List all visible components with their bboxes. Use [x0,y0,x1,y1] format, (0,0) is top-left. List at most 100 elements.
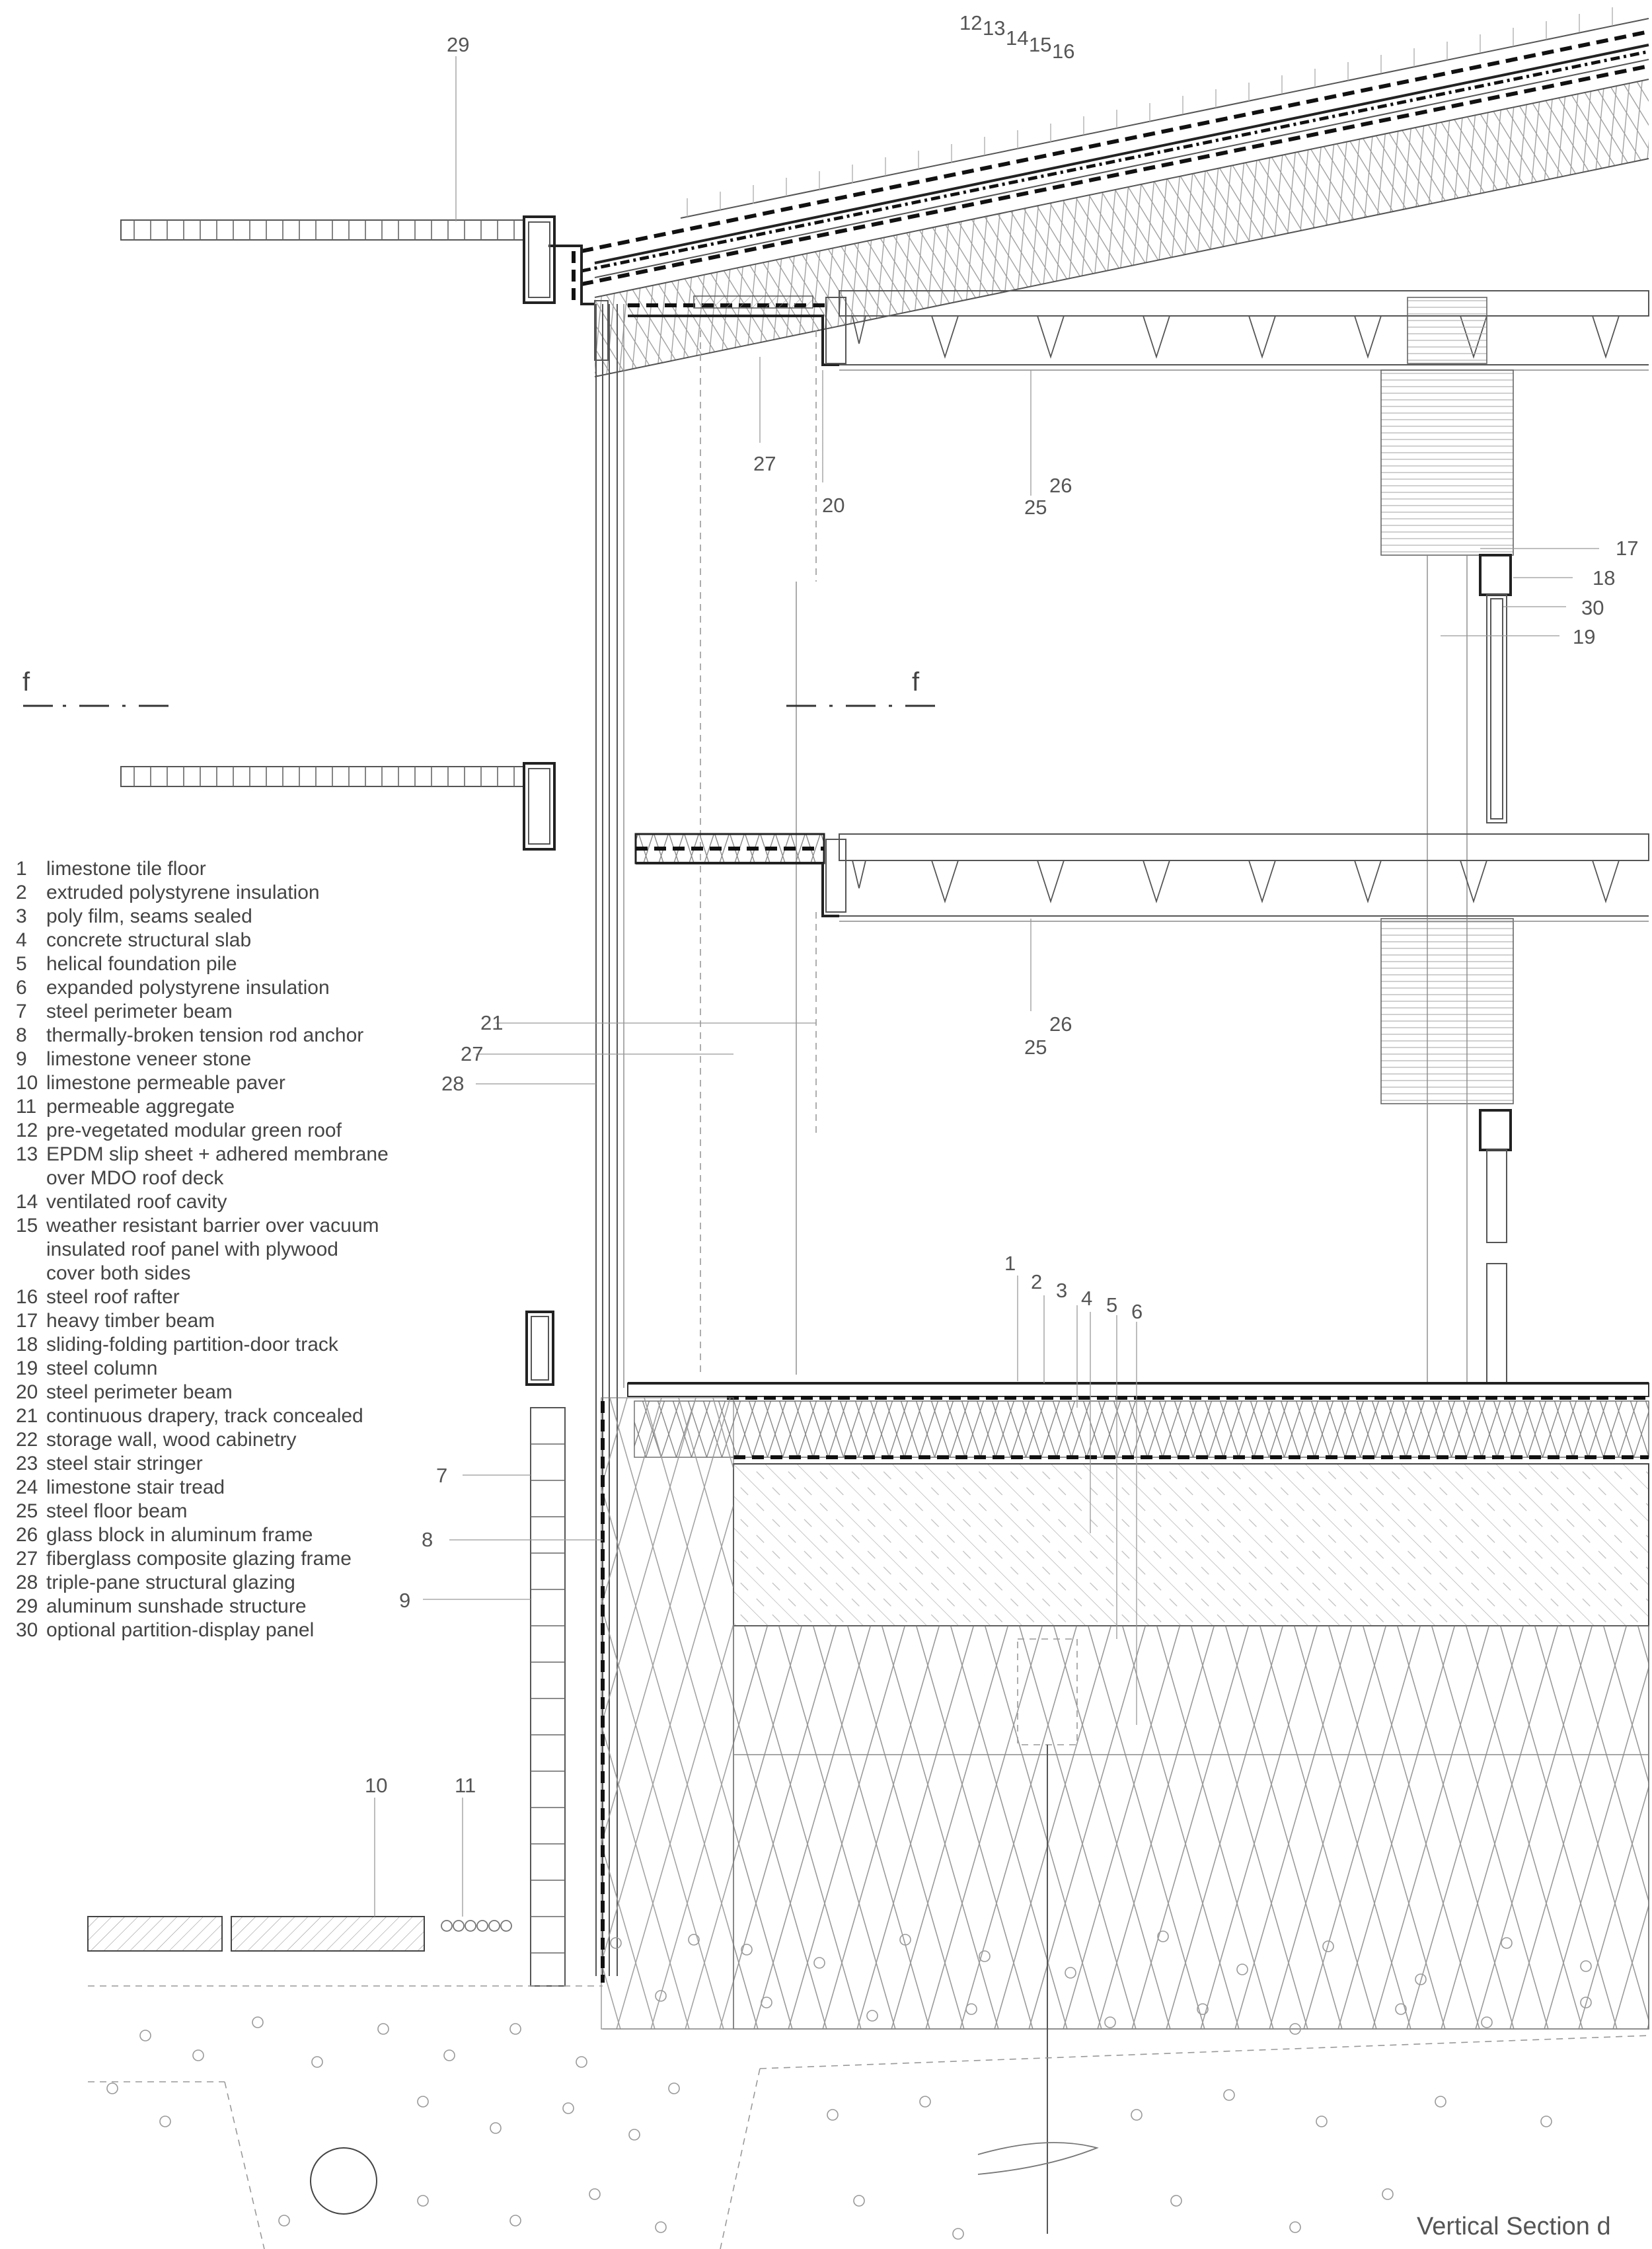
callout-28: 28 [441,1072,464,1095]
legend-number: 14 [16,1191,38,1213]
legend-text: thermally-broken tension rod anchor [46,1024,364,1046]
legend-number: 18 [16,1334,38,1355]
legend-item: 15 weather resistant barrier over vacuum [16,1214,389,1238]
pavers-aggregate [87,1916,603,1987]
legend-text: permeable aggregate [46,1096,235,1118]
legend-item: 7 steel perimeter beam [16,1000,389,1024]
legend-item: cover both sides [16,1262,389,1285]
legend-number [16,1166,46,1190]
callout-11: 11 [455,1774,476,1797]
legend-text: helical foundation pile [46,953,237,975]
legend-text: steel perimeter beam [46,1001,233,1022]
legend-text: optional partition-display panel [46,1619,315,1641]
legend-number [16,1238,46,1262]
legend-number: 9 [16,1048,27,1070]
callout-12: 12 [959,11,982,34]
legend-item: 11 permeable aggregate [16,1095,389,1119]
callout-10: 10 [365,1774,387,1797]
legend-item: 4 concrete structural slab [16,929,389,952]
legend-number: 25 [16,1500,38,1522]
soil-gravel [88,1930,1649,2249]
leader-lines [374,56,1599,1917]
callout-30: 30 [1581,596,1604,619]
legend-number: 27 [16,1548,38,1570]
callout-29: 29 [447,33,469,56]
legend-item: insulated roof panel with plywood [16,1238,389,1262]
callout-14: 14 [1006,26,1028,50]
callout-9: 9 [399,1589,410,1612]
legend-number: 5 [16,953,27,975]
legend-text: fiberglass composite glazing frame [46,1548,352,1570]
callout-17: 17 [1616,537,1638,560]
legend-number: 10 [16,1072,38,1094]
callout-25-lower: 25 [1024,1036,1047,1059]
legend-item: 25 steel floor beam [16,1500,389,1523]
legend-text: steel floor beam [46,1500,188,1522]
legend-text: sliding-folding partition-door track [46,1334,338,1355]
callout-19: 19 [1573,625,1595,648]
legend-number: 26 [16,1524,38,1546]
legend-item: over MDO roof deck [16,1166,389,1190]
legend-number: 15 [16,1215,38,1237]
callout-1: 1 [1004,1252,1016,1275]
callout-21: 21 [480,1011,503,1034]
legend-text: steel column [46,1357,158,1379]
legend-text: steel perimeter beam [46,1381,233,1403]
legend-number: 12 [16,1120,38,1141]
legend-text: limestone tile floor [46,858,206,880]
callout-2: 2 [1031,1270,1042,1293]
callout-20: 20 [822,494,845,517]
legend-item: 5 helical foundation pile [16,952,389,976]
legend-text: expanded polystyrene insulation [46,977,330,999]
legend-text: pre-vegetated modular green roof [46,1120,342,1141]
legend-text: weather resistant barrier over vacuum [46,1215,379,1237]
limestone-veneer-wall [525,1311,566,1987]
legend-text: limestone veneer stone [46,1048,252,1070]
callout-13: 13 [983,17,1005,40]
legend-text: glass block in aluminum frame [46,1524,313,1546]
legend-item: 12 pre-vegetated modular green roof [16,1119,389,1143]
legend-text: steel stair stringer [46,1453,203,1474]
callout-16: 16 [1052,40,1074,63]
legend-item: 6 expanded polystyrene insulation [16,976,389,1000]
legend-number: 4 [16,929,27,951]
legend-text: poly film, seams sealed [46,905,252,927]
legend-number: 13 [16,1143,38,1165]
callout-27-upper: 27 [753,452,776,475]
legend-text: limestone stair tread [46,1476,225,1498]
legend-number: 29 [16,1595,38,1617]
callout-labels: 29 12 13 14 15 16 27 20 26 25 17 18 30 1… [365,11,1638,1797]
legend-text: concrete structural slab [46,929,252,951]
legend-number: 21 [16,1405,38,1427]
ground-floor-assembly [601,1382,1649,2234]
legend-number: 22 [16,1429,38,1451]
roof-assembly [548,7,1649,377]
legend-number: 17 [16,1310,38,1332]
callout-26-upper: 26 [1049,474,1072,497]
legend-number: 24 [16,1476,38,1498]
sunshade-top [120,215,556,304]
callout-5: 5 [1106,1293,1117,1316]
legend-number: 11 [16,1096,37,1118]
callout-15: 15 [1029,33,1051,56]
section-marker-left: f [22,667,30,697]
legend-number: 7 [16,1001,27,1022]
legend-number: 6 [16,977,27,999]
legend-number: 28 [16,1572,38,1593]
legend-number: 16 [16,1286,38,1308]
middle-floor-assembly [634,833,1649,922]
